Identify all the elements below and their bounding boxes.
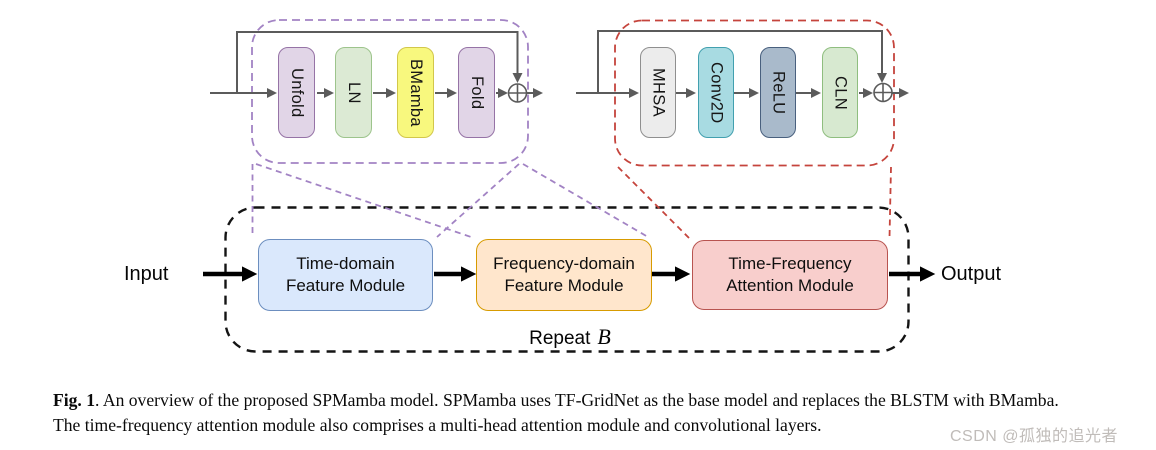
csdn-watermark: CSDN @孤独的追光者 — [950, 428, 1119, 445]
block-mhsa: MHSA — [640, 47, 676, 138]
figure-caption: Fig. 1. An overview of the proposed SPMa… — [53, 388, 1133, 438]
block-bmamba-label: BMamba — [407, 58, 425, 127]
attention-wires — [576, 30, 909, 98]
block-fold-label: Fold — [468, 75, 486, 110]
block-conv2d-label: Conv2D — [707, 61, 726, 124]
caption-line1-text: . An overview of the proposed SPMamba mo… — [95, 390, 1059, 410]
block-ln-label: LN — [345, 81, 363, 104]
block-unfold: Unfold — [278, 47, 315, 138]
block-relu-label: ReLU — [769, 70, 788, 115]
attention-skip-connection — [597, 30, 887, 93]
block-relu: ReLU — [760, 47, 796, 138]
repeat-variable: B — [597, 324, 611, 349]
repeat-annotation: Repeat B — [505, 324, 635, 350]
bmamba-expansion-connectors — [251, 163, 649, 238]
output-label: Output — [941, 263, 1002, 285]
block-mhsa-label: MHSA — [649, 68, 668, 117]
module-label-line1: Time-Frequency — [728, 254, 852, 273]
module-label-line2: Feature Module — [504, 276, 624, 295]
block-cln-label: CLN — [831, 75, 850, 110]
caption-line-2: The time-frequency attention module also… — [53, 415, 822, 435]
bmamba-sum-icon — [507, 83, 528, 103]
attention-sum-icon — [873, 82, 893, 103]
block-ln: LN — [335, 47, 372, 138]
repeat-label: Repeat — [529, 328, 591, 349]
block-unfold-label: Unfold — [288, 67, 306, 118]
block-cln: CLN — [822, 47, 858, 138]
block-bmamba: BMamba — [397, 47, 434, 138]
module-label-line2: Attention Module — [726, 276, 854, 295]
repeat-dashed-outline — [224, 206, 910, 353]
bmamba-wires — [210, 31, 543, 98]
module-label-line1: Frequency-domain — [493, 254, 635, 273]
module-label-line2: Feature Module — [285, 276, 406, 295]
frequency-domain-feature-module: Frequency-domain Feature Module — [476, 239, 652, 311]
input-label: Input — [124, 263, 169, 285]
caption-line-1: Fig. 1. An overview of the proposed SPMa… — [53, 388, 1133, 413]
bmamba-skip-connection — [236, 31, 523, 93]
module-label-line1: Time-domain — [296, 254, 395, 273]
time-domain-feature-module: Time-domain Feature Module — [258, 239, 433, 311]
bmamba-dashed-outline — [251, 19, 529, 164]
time-frequency-attention-module: Time-Frequency Attention Module — [692, 240, 888, 310]
block-fold: Fold — [458, 47, 495, 138]
attention-expansion-connectors — [617, 166, 892, 239]
caption-fig-label: Fig. 1 — [53, 390, 96, 410]
block-conv2d: Conv2D — [698, 47, 734, 138]
